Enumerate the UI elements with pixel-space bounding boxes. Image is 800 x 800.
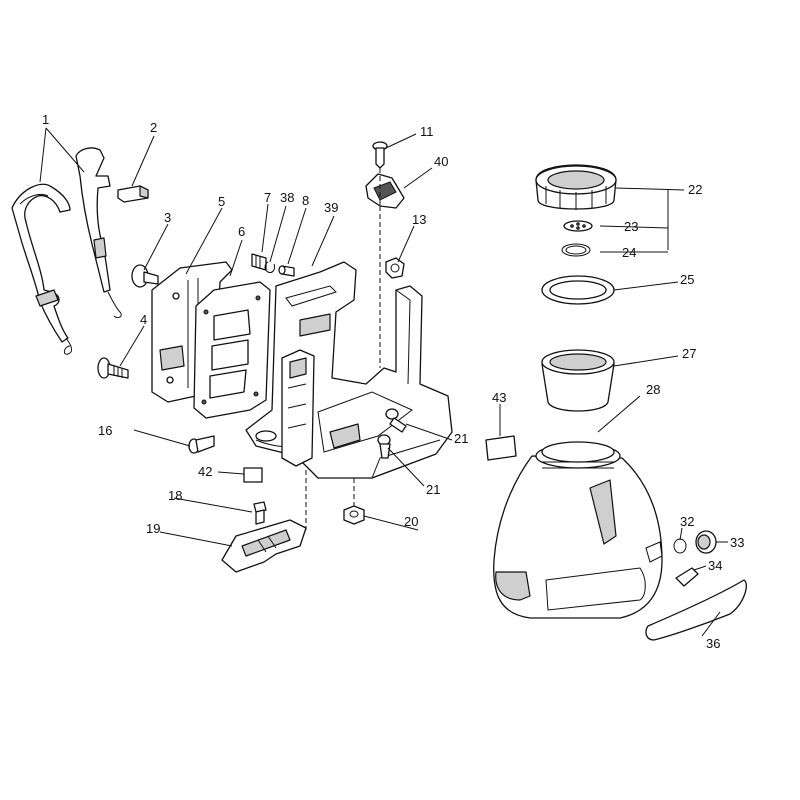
callout-21a: 21 (454, 431, 468, 446)
part-43-label (485, 435, 517, 461)
part-40-latch (365, 173, 405, 209)
callout-11: 11 (420, 124, 434, 139)
part-34-label (675, 567, 699, 587)
part-20-nut (343, 505, 365, 525)
callout-39: 39 (324, 200, 338, 215)
part-36-shield (645, 579, 747, 641)
part-19-bracket (221, 519, 307, 573)
callout-3: 3 (164, 210, 171, 225)
callout-13: 13 (412, 212, 426, 227)
part-32-o-ring (673, 538, 687, 554)
callout-21b: 21 (426, 482, 440, 497)
leader-lines (39, 127, 728, 637)
callout-42: 42 (198, 464, 212, 479)
part-33-cap-nut (695, 530, 717, 554)
callout-38: 38 (280, 190, 294, 205)
callout-34: 34 (708, 558, 722, 573)
callout-24: 24 (622, 245, 636, 260)
callout-43: 43 (492, 390, 506, 405)
part-16-bolt (188, 435, 215, 454)
callout-2: 2 (150, 120, 157, 135)
part-38-clip (264, 261, 275, 273)
part-28-tank (493, 441, 663, 619)
part-6-back-pad (193, 281, 271, 419)
callout-20: 20 (404, 514, 418, 529)
part-24-o-ring (561, 243, 591, 257)
part-18-bolt (253, 501, 267, 525)
part-2-buckle (117, 185, 149, 203)
callout-40: 40 (434, 154, 448, 169)
part-21-fitting-b (377, 434, 391, 459)
part-27-strainer (541, 349, 615, 412)
part-7-spring (251, 253, 267, 271)
part-42-label (243, 467, 263, 483)
callout-33: 33 (730, 535, 744, 550)
part-1-shoulder-straps (11, 147, 122, 355)
callout-22: 22 (688, 182, 702, 197)
part-22-tank-cap (535, 164, 617, 210)
part-4-screw (97, 357, 129, 379)
callout-25: 25 (680, 272, 694, 287)
callout-1: 1 (42, 112, 49, 127)
part-25-gasket (541, 275, 615, 305)
callout-18: 18 (168, 488, 182, 503)
callout-4: 4 (140, 312, 147, 327)
callout-numbers: 1 2 3 4 5 6 7 38 8 39 11 40 13 16 42 18 … (42, 112, 744, 651)
part-3-knob (131, 264, 159, 288)
callout-19: 19 (146, 521, 160, 536)
callout-5: 5 (218, 194, 225, 209)
callout-32: 32 (680, 514, 694, 529)
part-13-nut (385, 257, 405, 279)
callout-36: 36 (706, 636, 720, 651)
part-23-vent (563, 220, 593, 232)
callout-27: 27 (682, 346, 696, 361)
callout-8: 8 (302, 193, 309, 208)
part-21-fitting-a (385, 408, 407, 433)
callout-28: 28 (646, 382, 660, 397)
part-39-frame (245, 261, 453, 479)
callout-16: 16 (98, 423, 112, 438)
callout-7: 7 (264, 190, 271, 205)
callout-6: 6 (238, 224, 245, 239)
part-8-nut (278, 265, 295, 277)
part-11-screw (372, 141, 388, 169)
callout-23: 23 (624, 219, 638, 234)
side-rail (281, 349, 315, 467)
